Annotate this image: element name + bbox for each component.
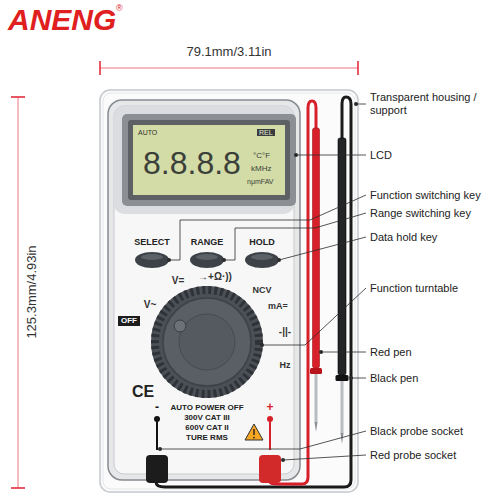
leader-line xyxy=(224,213,366,260)
callout-label: Function turntable xyxy=(370,282,458,295)
display-panel xyxy=(114,106,294,214)
dial-face xyxy=(163,298,251,386)
dial-label: -||- xyxy=(279,326,291,338)
black-pen-probe xyxy=(341,381,344,433)
polarity-sign: - xyxy=(155,401,159,415)
leader-line xyxy=(296,155,366,156)
spec-text: 600V CAT II xyxy=(185,423,228,432)
leader-dot xyxy=(294,153,298,157)
dial-center xyxy=(179,314,235,370)
button-label: SELECT xyxy=(134,237,170,247)
lcd-unit: nμmFAV xyxy=(247,178,273,185)
leader-dot xyxy=(349,376,353,380)
lcd-screen: AUTO REL 8.8.8.8 °C°F kMHz nμmFAV xyxy=(133,125,285,195)
red-pen-tip xyxy=(315,422,318,432)
warning-mark xyxy=(253,437,255,439)
leader-line xyxy=(351,378,366,379)
lcd-indicator: AUTO xyxy=(138,129,157,136)
leader-dot xyxy=(354,102,358,106)
dimension-tick xyxy=(11,96,25,98)
meter-faceplate xyxy=(114,106,294,474)
dimension-line xyxy=(100,67,358,69)
spec-text: TURE RMS xyxy=(186,433,228,442)
red-socket-line xyxy=(269,419,271,450)
dial-label: OFF xyxy=(121,317,137,325)
button-highlight xyxy=(196,254,218,260)
lcd-indicator: REL xyxy=(257,129,275,136)
polarity-sign: + xyxy=(266,401,273,415)
range-button xyxy=(190,252,224,268)
registered-mark: ® xyxy=(116,3,123,13)
warning-triangle xyxy=(245,424,263,440)
black-pen-guard xyxy=(336,375,349,381)
callout-label: LCD xyxy=(370,149,392,162)
red-pen-guard xyxy=(310,368,322,374)
dial-label: V~ xyxy=(144,299,157,311)
callout-label: Black probe socket xyxy=(370,425,463,438)
callout-label: Data hold key xyxy=(370,231,437,244)
dial-label: →+Ω·)) xyxy=(198,271,232,283)
dimension-tick xyxy=(357,61,359,75)
dimension-tick xyxy=(99,61,101,75)
leader-line xyxy=(283,455,366,460)
leader-dot xyxy=(319,350,323,354)
button-label: HOLD xyxy=(249,237,275,247)
leader-line xyxy=(262,288,366,345)
brand-logo: ANENG xyxy=(8,3,116,38)
spec-text: 300V CAT III xyxy=(184,413,230,422)
leader-dot xyxy=(281,458,285,462)
red-pen-probe xyxy=(315,374,318,422)
dimension-tick xyxy=(11,487,25,489)
warning-mark xyxy=(253,429,254,435)
callout-label: Range switching key xyxy=(370,207,471,220)
black-pen-tip xyxy=(341,433,344,444)
dial-label: Hz xyxy=(280,360,291,370)
select-button xyxy=(135,252,169,268)
button-label: RANGE xyxy=(191,237,224,247)
leader-line xyxy=(279,237,366,260)
width-dimension: 79.1mm/3.11in xyxy=(186,45,271,60)
callout-label: Function switching key xyxy=(370,189,481,202)
off-badge: OFF xyxy=(118,316,140,326)
meter-body xyxy=(108,100,300,480)
dial-label: V= xyxy=(172,275,185,287)
leader-line xyxy=(169,195,366,260)
callout-label: Red pen xyxy=(370,346,412,359)
lcd-bezel xyxy=(122,114,296,206)
red-plug xyxy=(259,455,281,483)
ce-mark: CE xyxy=(132,383,154,401)
lcd-digits: 8.8.8.8 xyxy=(143,147,241,179)
lcd-unit: °C°F xyxy=(253,152,270,160)
callout-label: Transparent housing / support xyxy=(370,91,492,116)
leader-dot xyxy=(277,258,281,262)
height-dimension: 125.3mm/4.93in xyxy=(25,245,40,338)
leader-line xyxy=(160,431,366,449)
callout-label: Black pen xyxy=(370,372,418,385)
button-highlight xyxy=(251,254,273,260)
dial-label: mA= xyxy=(268,301,288,311)
leader-dot xyxy=(222,258,226,262)
dial-ribs xyxy=(155,290,259,394)
hold-button xyxy=(245,252,279,268)
leader-dot xyxy=(158,447,162,451)
dial-outer xyxy=(151,286,263,398)
button-highlight xyxy=(141,254,163,260)
dial-label: NCV xyxy=(252,285,271,295)
leader-dot xyxy=(260,343,264,347)
leader-line xyxy=(321,352,366,353)
leader-dot xyxy=(167,258,171,262)
lcd-unit: kMHz xyxy=(251,165,271,173)
dimension-line xyxy=(17,97,19,488)
black-plug xyxy=(146,455,168,483)
housing-inner-edge xyxy=(103,93,355,489)
dial-pointer xyxy=(174,320,186,332)
lcd-frame xyxy=(128,120,290,200)
black-socket-line xyxy=(156,419,158,450)
callout-label: Red probe socket xyxy=(370,449,456,462)
black-pen-handle xyxy=(338,138,346,375)
spec-text: AUTO POWER OFF xyxy=(170,403,243,412)
transparent-housing xyxy=(100,90,358,492)
